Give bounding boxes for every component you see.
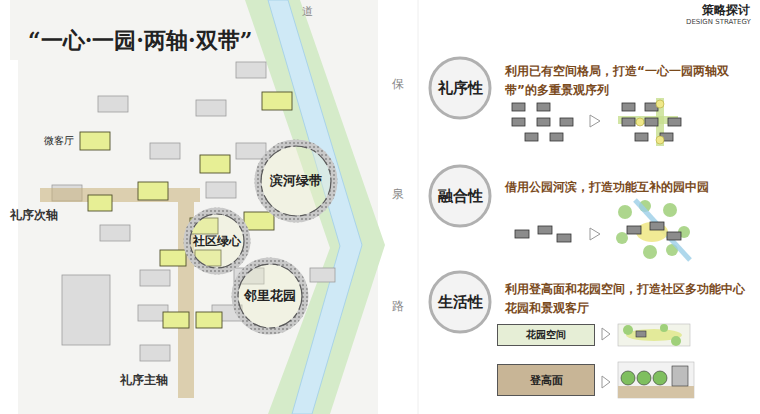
node-label: 滨河绿带: [270, 172, 322, 190]
page-subheading: DESIGN STRATEGY: [686, 18, 751, 26]
green-heart-circle: 社区绿心: [186, 210, 248, 272]
slide-title: “一心·一园·两轴·双带”: [28, 26, 252, 56]
road-label: 道: [302, 4, 313, 19]
node-label: 礼序性: [438, 79, 483, 98]
tag-box: 花园空间: [497, 324, 595, 346]
strategy-circle: 生活性: [428, 270, 492, 334]
road-label: 泉: [392, 188, 404, 201]
building-label: 微客厅: [44, 134, 74, 148]
node-label: 社区绿心: [193, 233, 241, 250]
axis-label: 礼序主轴: [120, 372, 168, 389]
node-label: 邻里花园: [244, 287, 296, 305]
page-heading: 策略探讨: [702, 2, 750, 19]
tag-box: 登高面: [497, 364, 595, 396]
node-label: 生活性: [438, 293, 483, 312]
strategy-circle: 融合性: [428, 164, 492, 228]
axis-label: 礼序次轴: [10, 207, 58, 224]
green-belt-circle: 滨河绿带: [257, 142, 335, 220]
strategy-text: 借用公园河滨，打造功能互补的园中园: [505, 178, 745, 197]
strategy-circle: 礼序性: [428, 56, 492, 120]
node-label: 登高面: [530, 373, 563, 388]
node-label: 花园空间: [526, 328, 566, 342]
strategy-text: 利用已有空间格局，打造“一心一园两轴双带”的多重景观序列: [505, 62, 745, 100]
strategy-text: 利用登高面和花园空间，打造社区多功能中心花园和景观客厅: [505, 280, 745, 318]
node-label: 融合性: [438, 187, 483, 206]
garden-circle: 邻里花园: [234, 260, 306, 332]
road-label: 保: [392, 78, 404, 91]
road-label: 路: [392, 300, 404, 313]
